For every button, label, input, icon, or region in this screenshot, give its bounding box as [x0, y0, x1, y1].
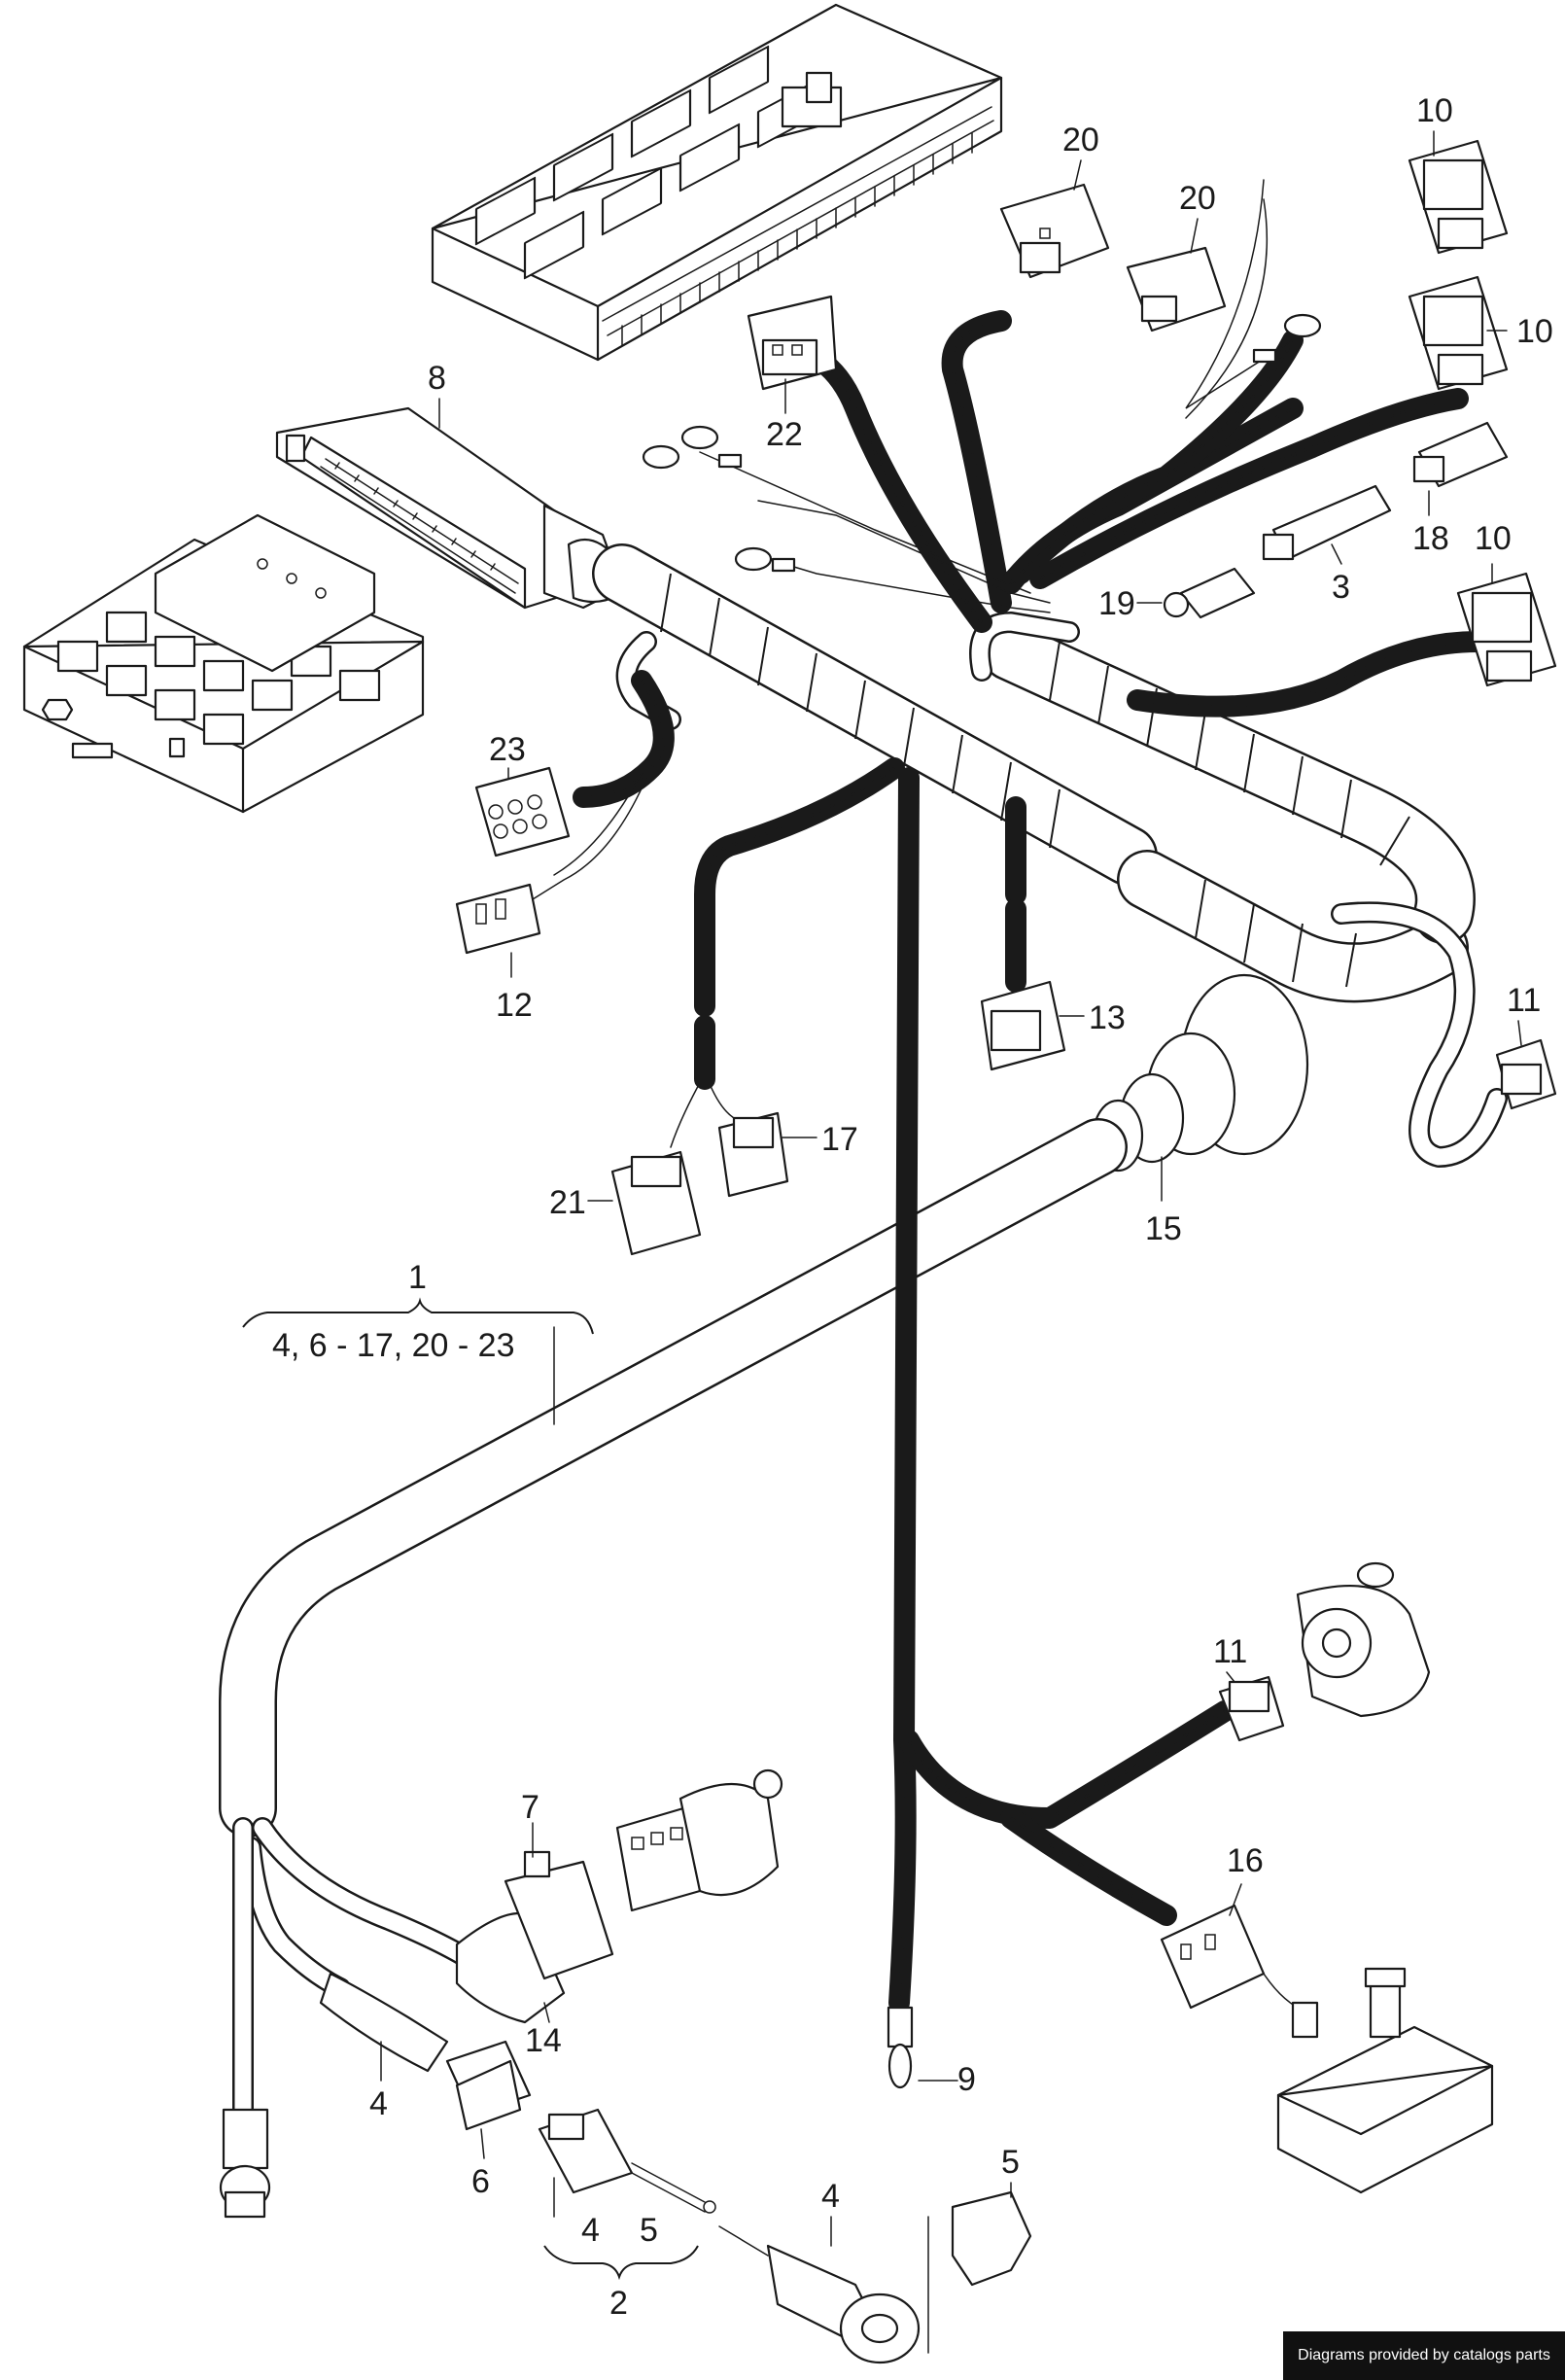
connector-13	[980, 980, 1066, 1071]
connector-10c	[1456, 572, 1557, 687]
connector-11a	[1495, 1038, 1557, 1110]
branch-11-16	[898, 1700, 1235, 1926]
connector-16	[1160, 1904, 1266, 2010]
label-18: 18	[1412, 520, 1449, 557]
idle-valve	[615, 1768, 783, 1912]
label-2-range-a: 4	[581, 2212, 600, 2249]
connector-20b	[1126, 246, 1227, 332]
label-17: 17	[821, 1121, 858, 1158]
diagram-credit: Diagrams provided by catalogs parts	[1283, 2331, 1565, 2380]
label-4a: 4	[369, 2085, 388, 2122]
label-11b: 11	[1213, 1633, 1247, 1670]
label-10b: 10	[1516, 313, 1553, 350]
label-1-range: 4, 6 - 17, 20 - 23	[272, 1327, 515, 1364]
connector-21	[610, 1150, 702, 1256]
label-2-range-b: 5	[640, 2212, 658, 2249]
label-23: 23	[489, 731, 526, 768]
label-10c: 10	[1475, 520, 1512, 557]
bracket-1	[242, 1297, 594, 1335]
label-6: 6	[471, 2163, 490, 2200]
label-10a: 10	[1416, 92, 1453, 129]
label-20b: 20	[1179, 180, 1216, 217]
label-7: 7	[521, 1789, 539, 1826]
part-labels: 1 4, 6 - 17, 20 - 23 2 4 5 3 4 4 5 6 7 8…	[272, 92, 1553, 2322]
part-3-sensor	[1262, 484, 1392, 561]
upper-branches	[699, 179, 1488, 718]
label-14: 14	[525, 2022, 562, 2059]
label-8: 8	[428, 360, 446, 397]
connector-18	[1412, 421, 1509, 488]
lower-left-branches	[232, 1817, 487, 2140]
label-5: 5	[1001, 2144, 1020, 2181]
label-22: 22	[766, 416, 803, 453]
cable-9	[887, 767, 920, 2089]
label-2: 2	[609, 2285, 628, 2322]
part-5-clip	[927, 2190, 1032, 2354]
label-16: 16	[1227, 1842, 1264, 1879]
label-13: 13	[1089, 999, 1126, 1036]
connector-12	[455, 883, 541, 955]
label-12: 12	[496, 987, 533, 1024]
connector-23	[474, 766, 571, 858]
label-19: 19	[1098, 585, 1135, 622]
main-harness	[592, 543, 1476, 1003]
ring-terminals	[642, 313, 1322, 573]
connector-6	[445, 2040, 532, 2131]
label-15: 15	[1145, 1210, 1182, 1247]
label-20a: 20	[1062, 122, 1099, 158]
connector-19	[1163, 567, 1256, 619]
control-unit-module	[431, 3, 1003, 362]
connector-2-part-4-5	[538, 2108, 921, 2364]
connector-17	[717, 1111, 789, 1198]
selector-switch	[1263, 1967, 1494, 2194]
label-3: 3	[1332, 569, 1350, 606]
bracket-2	[543, 2245, 699, 2281]
branch-17-21	[670, 757, 905, 1148]
label-4b: 4	[821, 2178, 840, 2215]
label-11a: 11	[1507, 982, 1541, 1019]
grommet-15	[1092, 901, 1508, 1172]
connector-22	[747, 295, 838, 391]
branch-left	[524, 670, 675, 905]
connector-11b	[1218, 1675, 1285, 1742]
plug-end	[219, 2108, 271, 2219]
label-21: 21	[549, 1184, 586, 1221]
connector-10a	[1408, 139, 1509, 255]
relay-carrier	[22, 513, 425, 814]
connector-10b	[1408, 275, 1509, 391]
part-4-upper	[319, 1972, 449, 2073]
speed-sensor	[1296, 1561, 1431, 1718]
harness-sheath	[219, 1118, 1128, 1838]
leader-lines	[380, 130, 1522, 2247]
connector-20a	[999, 183, 1110, 279]
label-9: 9	[957, 2061, 976, 2098]
connector-14	[455, 1850, 614, 2024]
label-1: 1	[408, 1259, 427, 1296]
